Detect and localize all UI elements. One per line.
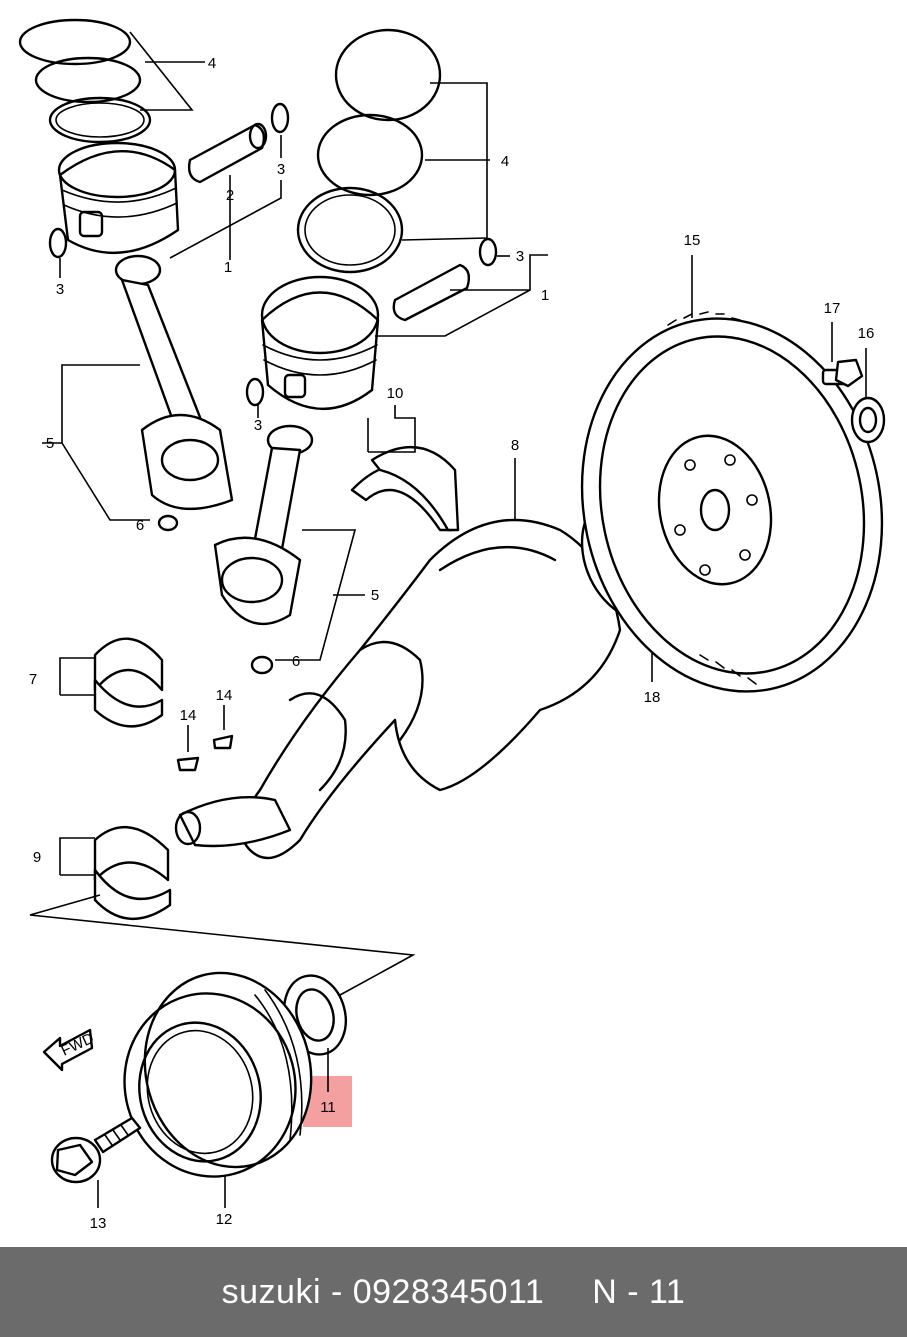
callout-3-mid: 3 bbox=[254, 417, 262, 434]
callout-8: 8 bbox=[511, 437, 519, 454]
thrust-bearing bbox=[350, 445, 460, 532]
callout-3-top: 3 bbox=[277, 161, 285, 178]
woodruff-key-a bbox=[176, 756, 200, 772]
callout-10: 10 bbox=[387, 385, 404, 402]
footer-bar: suzuki - 0928345011 N - 11 bbox=[0, 1247, 907, 1337]
callout-18: 18 bbox=[644, 689, 661, 706]
flywheel bbox=[580, 311, 884, 693]
callout-4-right: 4 bbox=[501, 153, 509, 170]
circlip-left bbox=[48, 227, 68, 259]
main-bearing-upper bbox=[93, 637, 164, 728]
callout-3-left: 3 bbox=[56, 281, 64, 298]
fwd-arrow: FWD bbox=[42, 1028, 97, 1072]
callout-6-left: 6 bbox=[136, 517, 144, 534]
callout-1-left: 1 bbox=[224, 259, 232, 276]
callout-7: 7 bbox=[29, 671, 37, 688]
pulley-bolt bbox=[50, 1116, 142, 1184]
callout-1-right: 1 bbox=[541, 287, 549, 304]
circlip-mid bbox=[245, 377, 265, 407]
connecting-rod-right bbox=[213, 424, 314, 625]
callout-2: 2 bbox=[226, 187, 234, 204]
piston-right bbox=[260, 275, 380, 410]
callout-11: 11 bbox=[320, 1099, 336, 1116]
callout-5-right: 5 bbox=[371, 587, 379, 604]
crankshaft-pulley bbox=[123, 971, 313, 1178]
callout-9: 9 bbox=[33, 849, 41, 866]
nut-right bbox=[250, 655, 274, 675]
nut-left bbox=[157, 514, 179, 532]
callout-12: 12 bbox=[216, 1211, 233, 1228]
piston-rings-left bbox=[18, 18, 152, 144]
footer-reference: N - 11 bbox=[592, 1272, 686, 1311]
pilot-bearing bbox=[850, 396, 886, 444]
callout-17: 17 bbox=[824, 300, 841, 317]
crankshaft-exploded-view: FWD 1 1 2 3 3 3 3 4 4 5 5 6 6 7 8 9 10 1… bbox=[18, 18, 886, 1232]
connecting-rod-left bbox=[114, 254, 234, 510]
piston-left bbox=[57, 141, 180, 255]
piston-pin-left bbox=[187, 122, 268, 184]
callout-6-right: 6 bbox=[292, 653, 300, 670]
piston-rings-right bbox=[296, 28, 442, 274]
circlip-right bbox=[478, 237, 498, 267]
callout-3-right: 3 bbox=[516, 248, 524, 265]
circlip-top bbox=[270, 102, 290, 134]
callout-14-left: 14 bbox=[180, 707, 197, 724]
parts-diagram: FWD 1 1 2 3 3 3 3 4 4 5 5 6 6 7 8 9 10 1… bbox=[18, 18, 886, 1232]
callout-13: 13 bbox=[90, 1215, 107, 1232]
callout-16: 16 bbox=[858, 325, 875, 342]
callout-5-left: 5 bbox=[46, 435, 54, 452]
callout-4-left: 4 bbox=[208, 55, 216, 72]
callout-15: 15 bbox=[684, 232, 701, 249]
footer-part-number: suzuki - 0928345011 bbox=[221, 1272, 545, 1311]
piston-pin-right bbox=[392, 263, 471, 322]
main-bearing-lower bbox=[93, 826, 172, 920]
callout-14-right: 14 bbox=[216, 687, 233, 704]
woodruff-key-b bbox=[212, 734, 234, 750]
flywheel-bolt bbox=[821, 358, 864, 388]
